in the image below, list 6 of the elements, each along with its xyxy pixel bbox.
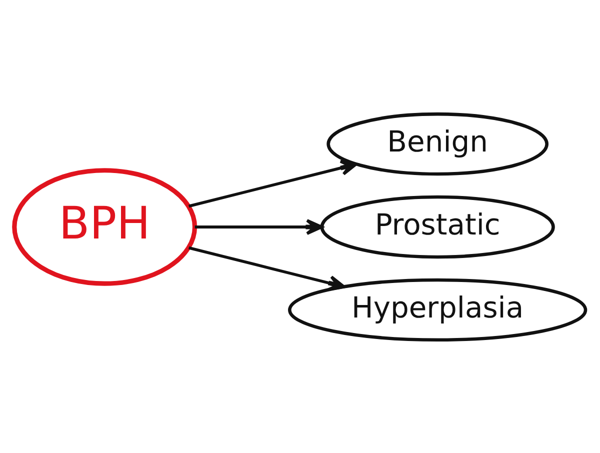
node-ellipse: Hyperplasia	[288, 278, 588, 342]
node-ellipse: Prostatic	[320, 194, 555, 258]
arrow	[194, 218, 324, 234]
node-ellipse: BPH	[12, 168, 198, 286]
arrow	[188, 246, 346, 290]
arrow	[188, 159, 358, 208]
